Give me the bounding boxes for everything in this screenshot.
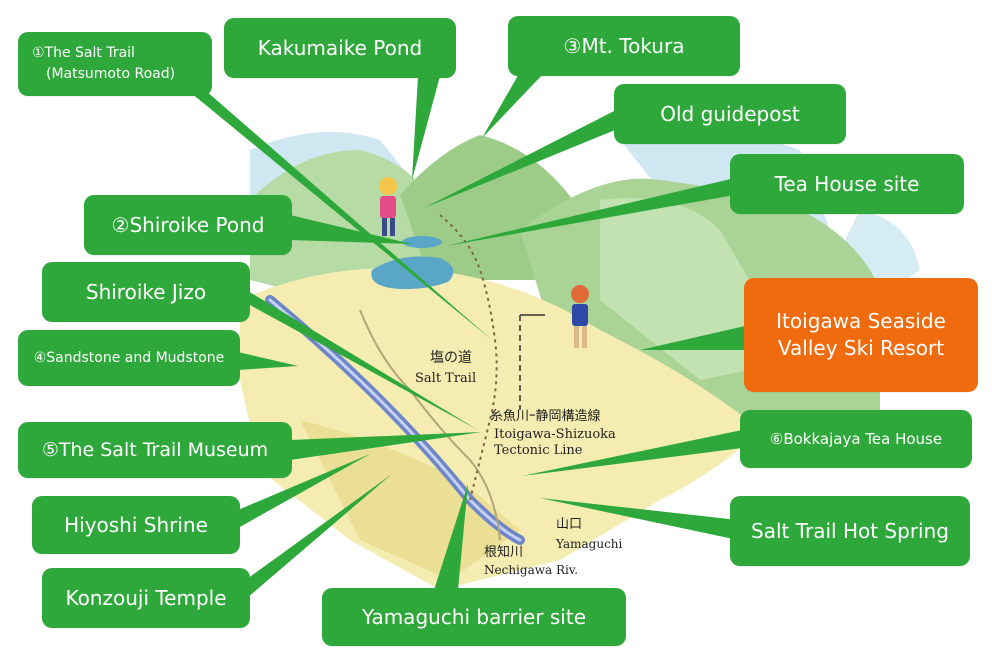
pointer-salt-trail-road — [185, 88, 492, 340]
label-salt-trail-jp: 塩の道 — [430, 350, 472, 366]
pointer-tokura — [482, 72, 545, 138]
callout-salt-trail-road[interactable]: ①The Salt Trail (Matsumoto Road) — [18, 32, 212, 96]
callout-sandstone-mudstone[interactable]: ④Sandstone and Mudstone — [18, 330, 240, 386]
pointer-shiroike-jizo — [238, 285, 478, 430]
callout-old-guidepost[interactable]: Old guidepost — [614, 84, 846, 144]
pointer-ski-resort — [640, 326, 745, 350]
pointer-museum — [290, 432, 482, 460]
label-fault-en-1: Itoigawa-Shizuoka — [494, 427, 616, 442]
callout-ski-resort-line2: Valley Ski Resort — [777, 336, 945, 360]
callout-shiroike-pond[interactable]: ②Shiroike Pond — [84, 195, 292, 255]
callout-yamaguchi-barrier[interactable]: Yamaguchi barrier site — [322, 588, 626, 646]
pointer-hot-spring — [540, 498, 738, 540]
figure-right — [571, 285, 589, 348]
pointer-hiyoshi — [238, 454, 370, 528]
kakumaike-pond-shape — [402, 236, 442, 248]
callout-salt-trail-museum[interactable]: ⑤The Salt Trail Museum — [18, 422, 292, 478]
callout-pointers — [185, 72, 745, 604]
callout-kakumaike-pond[interactable]: Kakumaike Pond — [224, 18, 456, 78]
callout-ski-resort-line1: Itoigawa Seaside — [776, 309, 946, 333]
label-fault-jp: 糸魚川ｰ静岡構造線 — [490, 408, 601, 424]
pointer-kakumaike — [412, 76, 440, 180]
callout-salt-trail-hot-spring[interactable]: Salt Trail Hot Spring — [730, 496, 970, 566]
label-river-jp: 根知川 — [484, 544, 523, 560]
pointer-sandstone — [238, 352, 298, 370]
pointer-yamaguchi-barrier — [434, 484, 468, 590]
callout-salt-trail-road-line1: ①The Salt Trail — [32, 45, 135, 61]
road-gray — [359, 309, 501, 541]
label-yamaguchi-jp: 山口 — [556, 517, 582, 532]
sky-tint-far-right — [840, 210, 920, 300]
valley-lower — [300, 420, 520, 580]
label-fault-en-2: Tectonic Line — [494, 443, 583, 458]
callout-shiroike-jizo[interactable]: Shiroike Jizo — [42, 262, 250, 322]
callout-konzouji-temple[interactable]: Konzouji Temple — [42, 568, 250, 628]
label-yamaguchi-en: Yamaguchi — [555, 537, 623, 551]
label-salt-trail-en: Salt Trail — [415, 371, 476, 386]
callout-salt-trail-road-line2: (Matsumoto Road) — [46, 66, 176, 82]
label-river-en: Nechigawa Riv. — [484, 563, 578, 577]
pointer-bokkajaya — [522, 430, 742, 476]
callout-mt-tokura[interactable]: ③Mt. Tokura — [508, 16, 740, 76]
pointer-konzouji — [240, 474, 392, 604]
pointer-guidepost — [424, 108, 620, 208]
callout-ski-resort[interactable]: Itoigawa Seaside Valley Ski Resort — [744, 278, 978, 392]
figure-left — [379, 177, 397, 236]
pointer-shiroike-pond — [290, 215, 412, 244]
salt-trail-path — [439, 214, 498, 501]
callout-hiyoshi-shrine[interactable]: Hiyoshi Shrine — [32, 496, 240, 554]
callout-tea-house-site[interactable]: Tea House site — [730, 154, 964, 214]
pointer-tea-house — [446, 178, 735, 246]
callout-bokkajaya-tea-house[interactable]: ⑥Bokkajaya Tea House — [740, 410, 972, 468]
